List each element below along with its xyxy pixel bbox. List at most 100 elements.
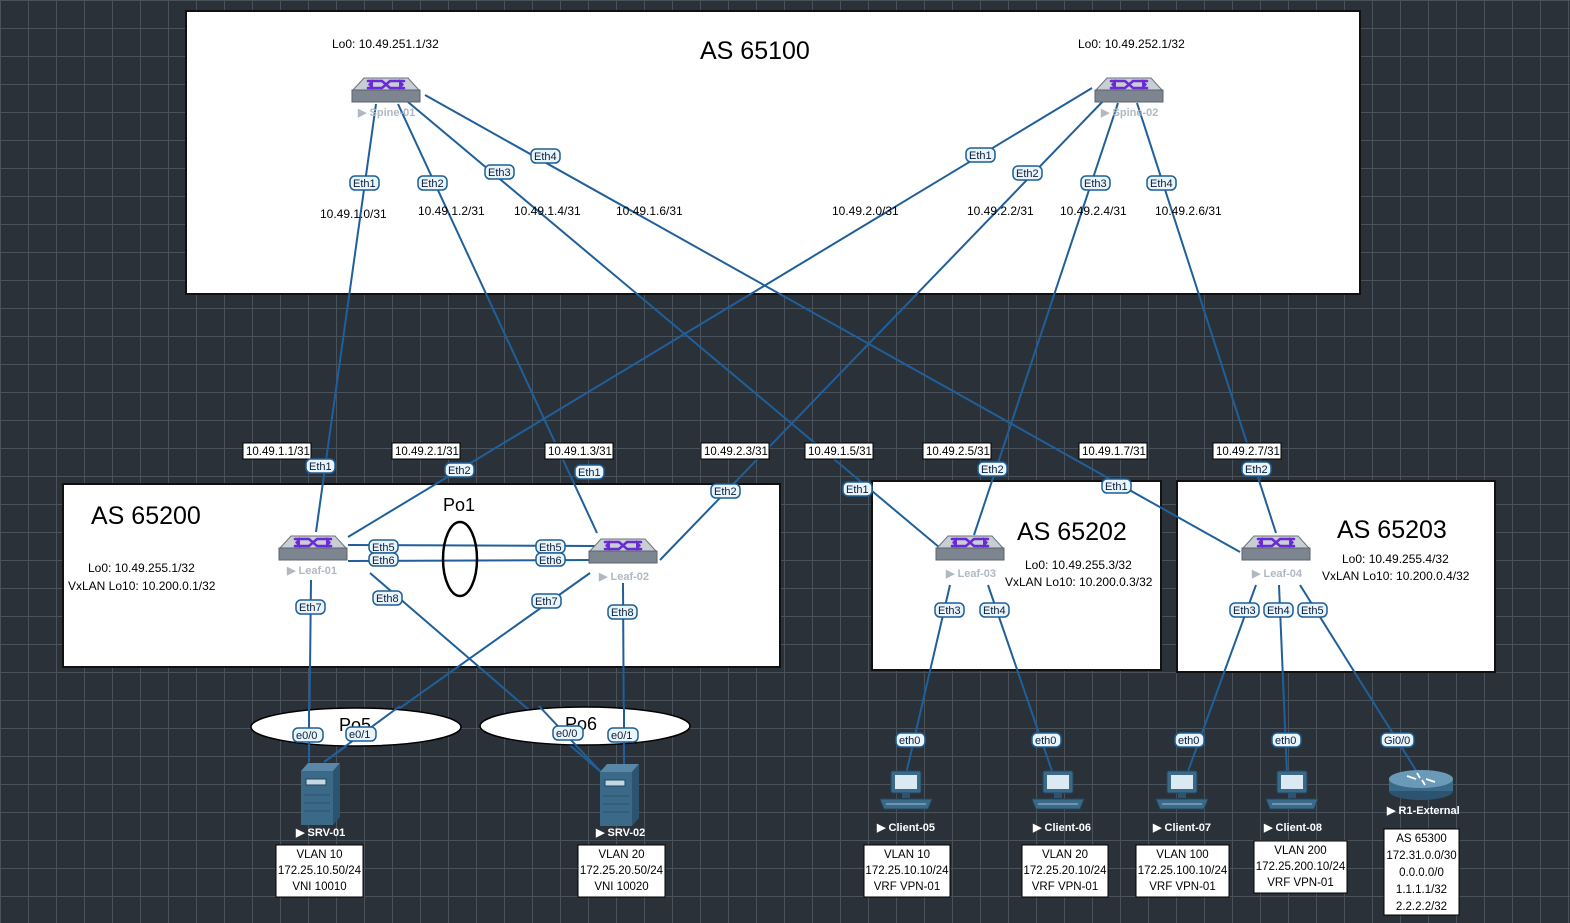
subnet-label: 10.49.2.4/31 (1060, 204, 1127, 218)
srv02[interactable]: ▶ SRV-02 (595, 763, 645, 839)
svg-text:Eth4: Eth4 (1150, 178, 1173, 190)
iface-tag: eth0 (1271, 732, 1302, 748)
client07[interactable]: ▶ Client-07 (1152, 770, 1211, 834)
svg-text:1.1.1.1/32: 1.1.1.1/32 (1396, 884, 1447, 896)
iface-tag: Eth1 (349, 175, 380, 191)
leaf02[interactable]: ▶ Leaf-02 (587, 537, 659, 583)
iface-tag: Eth4 (979, 602, 1010, 618)
spine02[interactable]: ▶ Spine-02 (1093, 76, 1165, 119)
svg-text:Eth1: Eth1 (1105, 481, 1128, 493)
svg-text:Eth2: Eth2 (714, 486, 737, 498)
svg-text:VLAN 20: VLAN 20 (1042, 849, 1088, 861)
subnet-label: 10.49.2.6/31 (1155, 204, 1222, 218)
svg-text:eth0: eth0 (1035, 735, 1056, 747)
switch-icon (1240, 534, 1312, 562)
svg-text:Eth8: Eth8 (376, 593, 399, 605)
subnet-label: 10.49.1.6/31 (616, 204, 683, 218)
svg-text:172.31.0.0/30: 172.31.0.0/30 (1386, 850, 1456, 862)
svg-text:Eth6: Eth6 (372, 555, 395, 567)
client08[interactable]: ▶ Client-08 (1263, 770, 1322, 834)
svg-text:Eth2: Eth2 (421, 178, 444, 190)
r1-name: ▶ R1-External (1386, 805, 1460, 817)
iface-tag: Eth2 (1012, 165, 1043, 181)
client07-name: ▶ Client-07 (1152, 822, 1211, 834)
srv02-info: VLAN 20 172.25.20.50/24 VNI 10020 (577, 844, 666, 898)
svg-text:VRF VPN-01: VRF VPN-01 (1267, 877, 1333, 889)
interface-tags: Eth1 Eth2 Eth3 Eth4 Eth1 Eth2 Eth3 Eth4 … (292, 147, 1415, 748)
svg-text:Eth6: Eth6 (539, 555, 562, 567)
router-icon (1388, 769, 1454, 801)
iface-tag: e0/0 (292, 727, 324, 743)
leaf04[interactable]: ▶ Leaf-04 (1240, 534, 1312, 580)
svg-text:Eth8: Eth8 (611, 607, 634, 619)
computer-icon (1155, 770, 1209, 810)
computer-icon (879, 770, 933, 810)
subnet-label: 10.49.2.2/31 (967, 204, 1034, 218)
svg-text:VLAN 200: VLAN 200 (1274, 845, 1326, 857)
iface-tag: eth0 (1031, 732, 1062, 748)
svg-text:Eth4: Eth4 (1267, 605, 1290, 617)
svg-text:Eth3: Eth3 (938, 605, 961, 617)
svg-text:Eth1: Eth1 (353, 178, 376, 190)
iface-tag: Eth3 (934, 602, 965, 618)
iface-tag: Eth1 (842, 481, 873, 497)
svg-text:172.25.10.50/24: 172.25.10.50/24 (278, 865, 362, 877)
as65202-zone (871, 480, 1162, 671)
client06-name: ▶ Client-06 (1032, 822, 1091, 834)
switch-icon (350, 76, 422, 104)
svg-text:Eth5: Eth5 (1301, 605, 1324, 617)
svg-text:Eth7: Eth7 (299, 602, 322, 614)
as65100-zone (185, 10, 1361, 295)
svg-text:VLAN 10: VLAN 10 (296, 849, 342, 861)
client07-info: VLAN 100 172.25.100.10/24 VRF VPN-01 (1135, 844, 1230, 898)
svg-text:Eth2: Eth2 (1245, 464, 1268, 476)
leaf03[interactable]: ▶ Leaf-03 (934, 534, 1006, 580)
as65100-label: AS 65100 (700, 37, 810, 65)
po1-label: Po1 (443, 495, 475, 515)
r1-external[interactable]: ▶ R1-External (1386, 769, 1460, 817)
leaf-subnets: 10.49.1.1/31 10.49.2.1/31 10.49.1.3/31 1… (242, 442, 1282, 460)
switch-icon (934, 534, 1006, 562)
iface-tag: Eth1 (574, 464, 605, 480)
iface-tag: Eth3 (1080, 175, 1111, 191)
spine01-lo0: Lo0: 10.49.251.1/32 (332, 37, 439, 51)
svg-text:VLAN 100: VLAN 100 (1156, 849, 1208, 861)
svg-text:Eth2: Eth2 (1016, 168, 1039, 180)
as65202-label: AS 65202 (1017, 518, 1127, 546)
subnet-box: 10.49.2.3/31 (700, 442, 770, 460)
leaf01-name: ▶ Leaf-01 (286, 565, 337, 577)
srv01[interactable]: ▶ SRV-01 (295, 762, 345, 839)
iface-tag: Gi0/0 (1380, 732, 1415, 748)
client08-name: ▶ Client-08 (1263, 822, 1322, 834)
client06[interactable]: ▶ Client-06 (1031, 770, 1091, 834)
iface-tag: Eth3 (1229, 602, 1260, 618)
client05[interactable]: ▶ Client-05 (876, 770, 935, 834)
iface-tag: e0/1 (345, 726, 377, 742)
as65200-zone (62, 483, 781, 668)
iface-tag: Eth4 (530, 148, 561, 164)
spine01[interactable]: ▶ Spine-01 (350, 76, 422, 119)
subnet-box: 10.49.1.5/31 (804, 442, 874, 460)
leaf01-vxlan: VxLAN Lo10: 10.200.0.1/32 (68, 579, 216, 593)
as65200-label: AS 65200 (91, 502, 201, 530)
iface-tag: Eth2 (1241, 461, 1272, 477)
leaf01[interactable]: ▶ Leaf-01 (277, 534, 349, 577)
subnet-label: 10.49.1.0/31 (320, 207, 387, 221)
subnet-box: 10.49.2.7/31 (1212, 442, 1282, 460)
subnet-box: 10.49.1.1/31 (242, 442, 312, 460)
iface-tag: Eth4 (1263, 602, 1294, 618)
iface-tag: eth0 (895, 732, 926, 748)
svg-text:Eth5: Eth5 (539, 542, 562, 554)
iface-tag: Eth5 (368, 539, 399, 554)
srv01-info: VLAN 10 172.25.10.50/24 VNI 10010 (275, 844, 364, 898)
svg-text:Eth1: Eth1 (846, 484, 869, 496)
leaf03-vxlan: VxLAN Lo10: 10.200.0.3/32 (1005, 575, 1153, 589)
subnet-label: 10.49.2.0/31 (832, 204, 899, 218)
iface-tag: Eth5 (535, 539, 566, 554)
svg-text:Eth3: Eth3 (1084, 178, 1107, 190)
computer-icon (1031, 770, 1085, 810)
client05-info: VLAN 10 172.25.10.10/24 VRF VPN-01 (863, 844, 951, 898)
srv02-name: ▶ SRV-02 (595, 827, 645, 839)
iface-tag: e0/1 (607, 727, 639, 743)
endpoint-info-boxes: VLAN 10 172.25.10.50/24 VNI 10010 VLAN 2… (275, 828, 1460, 916)
